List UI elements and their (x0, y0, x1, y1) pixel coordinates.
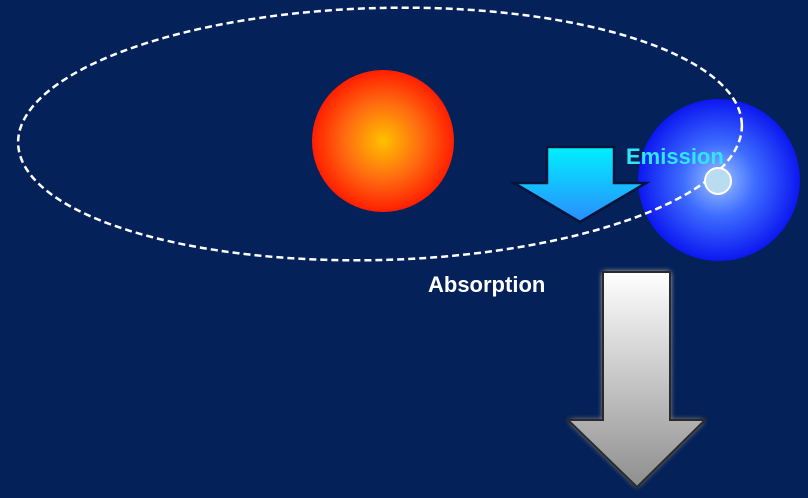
absorption-label: Absorption (428, 272, 546, 297)
primary-star (312, 70, 454, 212)
emission-arrow (509, 145, 651, 224)
orbiting-body (704, 167, 732, 195)
emission-label: Emission (626, 144, 724, 169)
absorption-arrow (565, 271, 708, 489)
orbit-path (16, 6, 744, 262)
